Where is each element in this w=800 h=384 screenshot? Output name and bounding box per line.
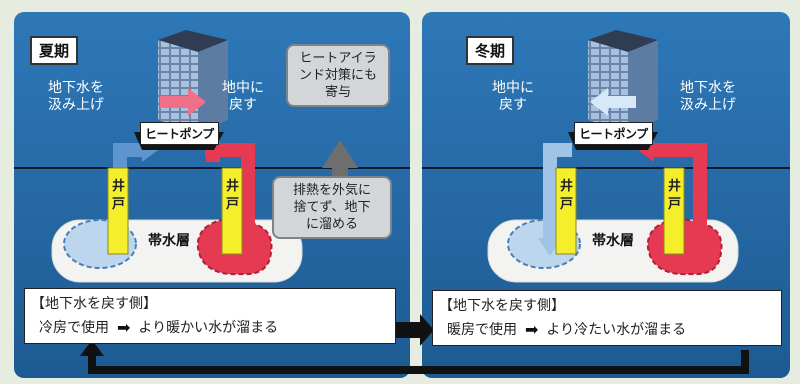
winter-label-return: 地中に 戻す xyxy=(492,80,534,113)
summer-info-box: 【地下水を戻す側】 冷房で使用 ➡ より暖かい水が溜まる xyxy=(24,288,396,344)
winter-to-summer-arrowhead xyxy=(80,340,104,356)
summer-info-use: 冷房で使用 xyxy=(39,320,109,336)
winter-well-right xyxy=(663,167,685,255)
heat-island-callout: ヒートアイラ ンド対策にも 寄与 xyxy=(286,44,390,107)
winter-info-header: 【地下水を戻す側】 xyxy=(439,298,565,314)
winter-heat-pump-label: ヒートポンプ xyxy=(574,122,653,145)
winter-aquifer-label: 帯水層 xyxy=(592,233,634,249)
summer-to-winter-arrow xyxy=(392,314,434,346)
winter-info-arrow-icon: ➡ xyxy=(525,319,539,339)
summer-building-roof xyxy=(158,30,228,52)
winter-panel xyxy=(422,12,790,378)
summer-well-right xyxy=(221,167,243,255)
winter-building-left-face xyxy=(588,40,628,132)
summer-flow-arrow xyxy=(160,88,206,116)
winter-well-left-label: 井戸 xyxy=(560,179,574,212)
summer-info-row: 冷房で使用 ➡ より暖かい水が溜まる xyxy=(25,313,395,337)
summer-info-result: より暖かい水が溜まる xyxy=(138,320,279,336)
winter-flow-arrow xyxy=(590,88,636,116)
summer-well-right-label: 井戸 xyxy=(226,179,240,212)
winter-info-box: 【地下水を戻す側】 暖房で使用 ➡ より冷たい水が溜まる xyxy=(432,290,782,346)
winter-info-row: 暖房で使用 ➡ より冷たい水が溜まる xyxy=(433,315,781,339)
summer-building-right-face xyxy=(198,40,228,132)
winter-info-use: 暖房で使用 xyxy=(447,322,517,338)
summer-aquifer-label: 帯水層 xyxy=(148,233,190,249)
summer-label-return: 地中に 戻す xyxy=(222,80,264,113)
winter-title: 冬期 xyxy=(466,36,515,65)
winter-well-left xyxy=(555,167,577,255)
summer-well-left xyxy=(107,167,129,255)
summer-title: 夏期 xyxy=(30,36,79,65)
winter-building-roof xyxy=(588,30,658,52)
winter-pipe-up xyxy=(650,143,707,240)
winter-building-right-face xyxy=(628,40,658,132)
winter-info-result: より冷たい水が溜まる xyxy=(546,322,687,338)
winter-label-pump-up: 地下水を 汲み上げ xyxy=(680,80,736,113)
winter-to-summer-loop xyxy=(88,350,749,374)
exhaust-heat-callout: 排熱を外気に 捨てず、地下 に溜める xyxy=(272,176,392,239)
summer-info-arrow-icon: ➡ xyxy=(117,317,131,337)
summer-heat-pump-label: ヒートポンプ xyxy=(140,122,219,145)
winter-well-right-label: 井戸 xyxy=(668,179,682,212)
summer-well-left-label: 井戸 xyxy=(112,179,126,212)
winter-warm-zone xyxy=(646,218,723,276)
summer-info-header: 【地下水を戻す側】 xyxy=(31,296,157,312)
summer-building-left-face xyxy=(158,40,198,132)
summer-label-pump-up: 地下水を 汲み上げ xyxy=(48,80,104,113)
heat-island-arrow xyxy=(322,140,358,196)
winter-pipe-return xyxy=(543,143,572,240)
